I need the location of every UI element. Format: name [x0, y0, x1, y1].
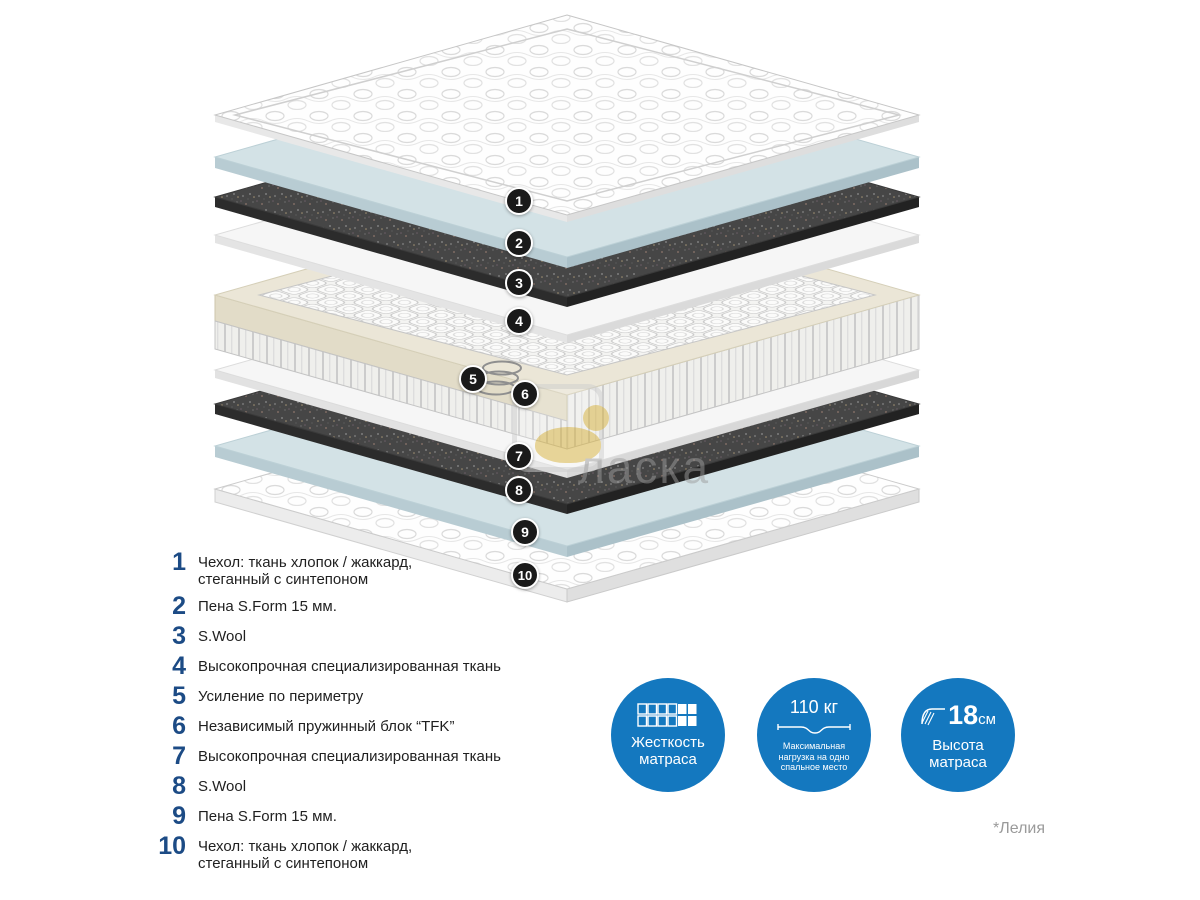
legend-number: 4 [172, 652, 186, 680]
legend-number: 3 [172, 622, 186, 650]
layer-marker-3: 3 [505, 269, 533, 297]
legend-number: 1 [172, 548, 186, 576]
layer-marker-7: 7 [505, 442, 533, 470]
legend-item-1: 1 Чехол: ткань хлопок / жаккард, стеганн… [152, 548, 532, 589]
legend-item-4: 4 Высокопрочная специализированная ткань [152, 652, 532, 680]
legend-label: S.Wool [198, 628, 247, 645]
max-load-value: 110 кг [789, 697, 839, 718]
legend-item-3: 3 S.Wool [152, 622, 532, 650]
legend-label: Пена S.Form 15 мм. [198, 808, 337, 825]
layer-marker-10: 10 [511, 561, 539, 589]
legend-label: Высокопрочная специализированная ткань [198, 748, 501, 765]
legend-item-5: 5 Усиление по периметру [152, 682, 532, 710]
legend-label: S.Wool [198, 778, 247, 795]
legend-number: 7 [172, 742, 186, 770]
legend-number: 9 [172, 802, 186, 830]
height-label: Высота матраса [929, 736, 987, 771]
legend-item-9: 9 Пена S.Form 15 мм. [152, 802, 532, 830]
legend-label: Пена S.Form 15 мм. [198, 598, 337, 615]
max-load-caption: Максимальная нагрузка на одно спальное м… [778, 741, 850, 773]
layer-marker-2: 2 [505, 229, 533, 257]
legend-label: Независимый пружинный блок “TFK” [198, 718, 455, 735]
legend-item-6: 6 Независимый пружинный блок “TFK” [152, 712, 532, 740]
firmness-badge: Жесткость матраса [611, 678, 725, 792]
layer-marker-9: 9 [511, 518, 539, 546]
layer-1-top-cover [213, 14, 921, 222]
layer-marker-1: 1 [505, 187, 533, 215]
legend-label: Усиление по периметру [198, 688, 364, 705]
legend-number: 8 [172, 772, 186, 800]
legend-item-2: 2 Пена S.Form 15 мм. [152, 592, 532, 620]
legend-item-8: 8 S.Wool [152, 772, 532, 800]
height-unit: см [978, 710, 996, 728]
legend-number: 2 [172, 592, 186, 620]
legend-label: Высокопрочная специализированная ткань [198, 658, 501, 675]
height-badge: 18 см Высота матраса [901, 678, 1015, 792]
firmness-grid-icon [637, 702, 697, 727]
layer-marker-4: 4 [505, 307, 533, 335]
legend-number: 10 [158, 832, 186, 860]
height-value-row: 18 см [920, 700, 996, 731]
layer-marker-6: 6 [511, 380, 539, 408]
layers-legend: 1 Чехол: ткань хлопок / жаккард, стеганн… [152, 550, 532, 878]
model-footnote: *Лелия [993, 820, 1046, 837]
legend-label: Чехол: ткань хлопок / жаккард, стеганный… [198, 838, 413, 872]
mattress-height-icon [921, 708, 946, 726]
legend-label: Чехол: ткань хлопок / жаккард, стеганный… [198, 554, 413, 588]
max-load-badge: 110 кг Максимальная нагрузка на одно спа… [757, 678, 871, 792]
legend-item-10: 10 Чехол: ткань хлопок / жаккард, стеган… [152, 832, 532, 873]
height-value: 18 [948, 699, 979, 730]
legend-number: 5 [172, 682, 186, 710]
load-curve-icon [777, 724, 851, 734]
layer-marker-8: 8 [505, 476, 533, 504]
legend-item-7: 7 Высокопрочная специализированная ткань [152, 742, 532, 770]
layer-marker-5: 5 [459, 365, 487, 393]
firmness-label: Жесткость матраса [631, 733, 705, 768]
legend-number: 6 [172, 712, 186, 740]
